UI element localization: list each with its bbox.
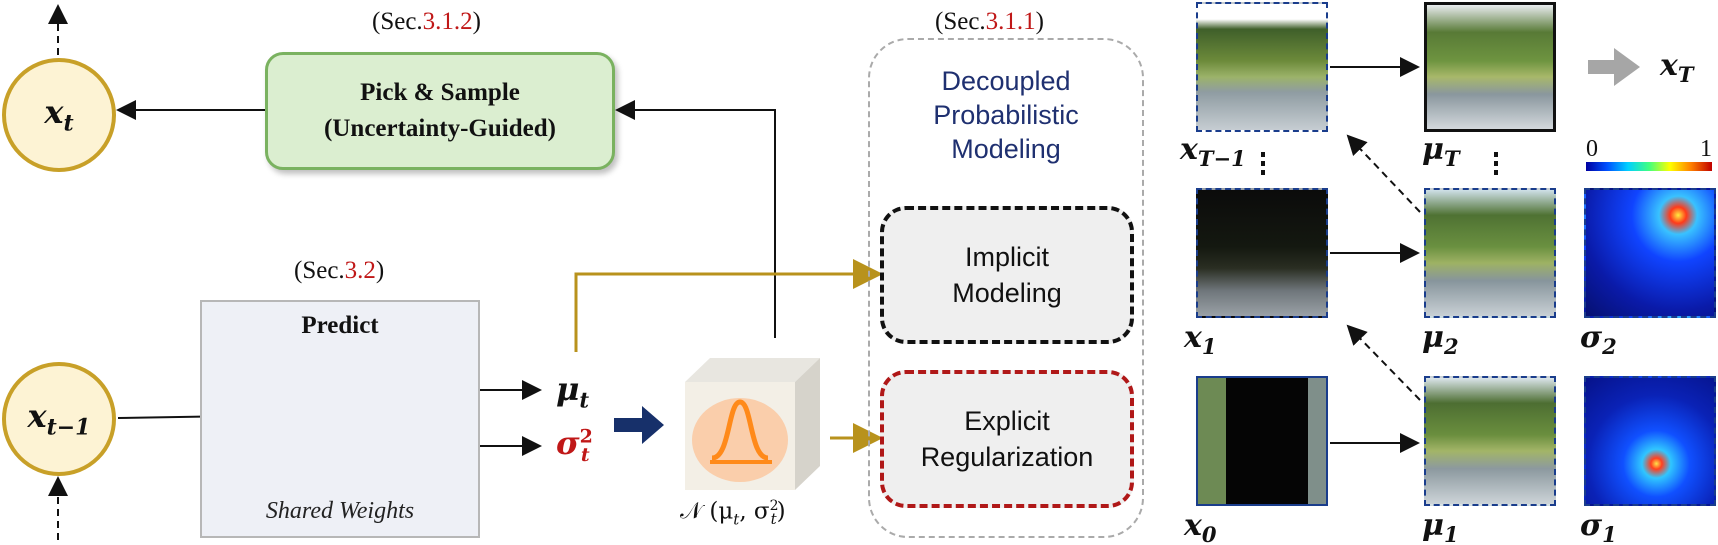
image-mu-1 xyxy=(1424,376,1556,506)
dashed-arrow-mu1-to-x1 xyxy=(1346,324,1421,401)
caption-sigma-1: σ1 xyxy=(1580,508,1617,545)
image-mu-T xyxy=(1424,2,1556,132)
predict-subtitle: Shared Weights xyxy=(265,498,415,524)
caption-mu-1: μ1 xyxy=(1422,508,1459,545)
node-xt-minus-1-label: xt−1 xyxy=(27,397,91,441)
section-label-pick: (Sec.3.1.2) xyxy=(372,8,481,35)
caption-x1: x1 xyxy=(1184,320,1217,359)
gaussian-cube xyxy=(685,358,820,490)
colorbar xyxy=(1586,162,1712,171)
pick-sample-line2: (Uncertainty-Guided) xyxy=(324,115,556,142)
pick-sample-line1: Pick & Sample xyxy=(360,79,520,106)
output-sigma: σ2t xyxy=(556,424,593,467)
node-xt-label: xt xyxy=(44,93,74,137)
caption-sigma-2: σ2 xyxy=(1580,320,1617,359)
pick-sample-box: Pick & Sample (Uncertainty-Guided) xyxy=(265,52,615,170)
arrow-mu-to-implicit xyxy=(574,259,883,352)
output-mu: μt xyxy=(556,370,590,413)
image-x0 xyxy=(1196,376,1328,506)
image-mu-2 xyxy=(1424,188,1556,318)
caption-xT: xT xyxy=(1660,48,1694,87)
explicit-regularization-box: Explicit Regularization xyxy=(880,370,1134,508)
node-xt: xt xyxy=(2,58,116,172)
predict-box xyxy=(200,300,480,538)
decoupled-modeling-title: Decoupled Probabilistic Modeling xyxy=(933,66,1079,164)
navy-block-arrow xyxy=(614,406,664,444)
caption-xT-minus-1: xT−1 xyxy=(1180,132,1246,171)
node-xt-minus-1: xt−1 xyxy=(2,362,116,476)
image-xT-minus-1 xyxy=(1196,2,1328,132)
decoupled-modeling-container xyxy=(868,38,1144,538)
dashed-arrow-mu2-to-xT1 xyxy=(1346,134,1421,213)
gaussian-label: 𝒩 (μt, σ2t) xyxy=(680,498,786,529)
caption-x0: x0 xyxy=(1184,508,1217,545)
colorbar-max: 1 xyxy=(1700,136,1712,162)
caption-mu-2: μ2 xyxy=(1422,320,1459,359)
predict-title: Predict xyxy=(301,312,379,339)
caption-mu-T: μT xyxy=(1422,132,1460,171)
image-sigma-1 xyxy=(1584,376,1716,506)
section-label-decoupled: (Sec.3.1.1) xyxy=(935,8,1044,35)
colorbar-min: 0 xyxy=(1586,136,1598,162)
arrow-gaussian-to-pick xyxy=(615,100,776,338)
gray-arrow xyxy=(1588,48,1640,86)
image-sigma-2 xyxy=(1584,188,1716,318)
image-x1 xyxy=(1196,188,1328,318)
implicit-modeling-box: Implicit Modeling xyxy=(880,206,1134,344)
section-label-predict: (Sec.3.2) xyxy=(294,257,385,284)
